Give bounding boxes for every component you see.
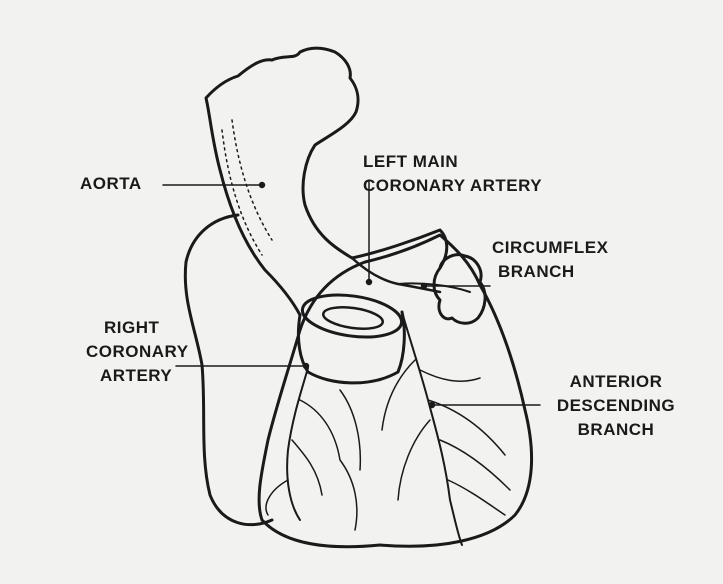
aorta-shading <box>221 119 273 256</box>
label-left-main-line1: LEFT MAIN <box>363 152 459 171</box>
label-circumflex-branch: CIRCUMFLEX BRANCH <box>486 236 608 284</box>
label-right-coronary-artery: RIGHT CORONARY ARTERY <box>86 316 188 388</box>
label-right-coronary-line1: RIGHT <box>104 318 160 337</box>
leader-right-coronary-dot <box>302 362 310 370</box>
leader-circumflex-dot <box>420 282 428 290</box>
right-coronary-branches <box>265 389 362 531</box>
label-right-coronary-line3: ARTERY <box>100 366 173 385</box>
circumflex-vessel <box>397 282 471 293</box>
aorta-outline <box>204 46 449 317</box>
leader-left-main-dot <box>365 278 373 286</box>
pulmonary-opening-inner <box>322 306 384 330</box>
label-circumflex-line1: CIRCUMFLEX <box>492 238 609 257</box>
label-left-main-line2: CORONARY ARTERY <box>363 176 543 195</box>
label-left-main-coronary-artery: LEFT MAIN CORONARY ARTERY <box>363 150 542 198</box>
label-right-coronary-line2: CORONARY <box>86 342 189 361</box>
leader-anterior-dot <box>428 401 436 409</box>
pulmonary-trunk <box>296 310 406 385</box>
right-atrium-outline <box>183 213 274 527</box>
label-aorta: AORTA <box>80 172 142 196</box>
label-anterior-line2: DESCENDING <box>556 396 676 415</box>
left-atrial-appendage <box>432 253 487 325</box>
right-coronary-vessel <box>286 367 309 521</box>
label-anterior-line1: ANTERIOR <box>569 372 663 391</box>
label-anterior-descending-branch: ANTERIOR DESCENDING BRANCH <box>540 370 692 442</box>
anterior-side-branches <box>381 359 511 516</box>
leader-aorta-dot <box>258 181 266 189</box>
heart-body-outline <box>257 233 533 549</box>
pulmonary-opening <box>300 293 404 339</box>
label-circumflex-line2: BRANCH <box>498 262 575 281</box>
label-anterior-line3: BRANCH <box>577 420 655 439</box>
label-aorta-text: AORTA <box>80 174 142 193</box>
anterior-descending-vessel <box>401 311 463 546</box>
